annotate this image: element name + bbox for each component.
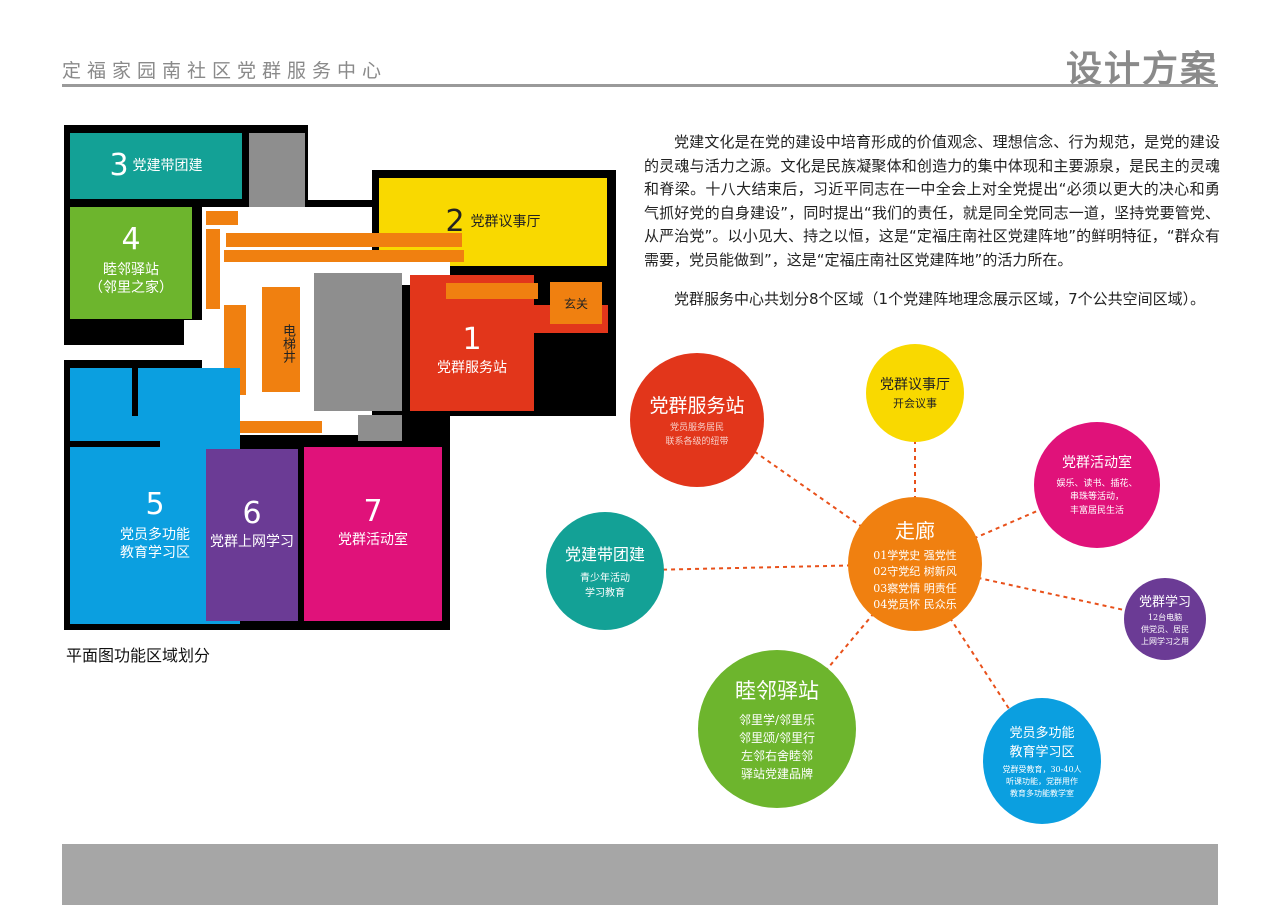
node-service: 党群服务站 党员服务居民 联系各级的纽带	[630, 353, 764, 487]
node-youth-line: 青少年活动	[580, 573, 630, 584]
node-neighbor: 睦邻驿站 邻里学/邻里乐 邻里颂/邻里行 左邻右舍睦邻 驿站党建品牌	[698, 650, 856, 808]
node-activity-line: 娱乐、读书、插花、	[1056, 478, 1138, 489]
corridor-space	[184, 320, 204, 360]
gray-block	[358, 415, 402, 441]
room-3: 3 党建带团建	[70, 133, 242, 199]
room-5-number: 5	[145, 487, 165, 522]
node-activity-line: 串珠等活动，	[1069, 492, 1124, 503]
gray-block	[314, 273, 402, 411]
node-activity: 党群活动室 娱乐、读书、插花、 串珠等活动， 丰富居民生活	[1034, 422, 1160, 548]
node-study-line: 供党员、居民	[1141, 624, 1189, 634]
intro-paragraph: 党建文化是在党的建设中培育形成的价值观念、理想信念、行为规范，是党的建设的灵魂与…	[644, 133, 1220, 269]
node-center-line: 04党员怀 民众乐	[873, 598, 957, 611]
room-1-number: 1	[462, 322, 482, 357]
room-4-label: 睦邻驿站	[103, 262, 159, 278]
corridor-strip	[446, 283, 538, 299]
footer-band	[62, 844, 1218, 905]
elevator-label: 电梯井	[280, 323, 295, 363]
node-service-line: 党员服务居民	[669, 423, 724, 433]
node-center-line: 01学党史 强党性	[873, 548, 957, 562]
corridor-strip	[214, 421, 322, 433]
room-3-label: 党建带团建	[132, 158, 203, 174]
floor-plan: 3 党建带团建 4 睦邻驿站 （邻里之家） 2 党群议事厅 电梯井 走廊 1 党…	[64, 125, 616, 630]
plan-wall	[132, 368, 138, 416]
room-2-label: 党群议事厅	[470, 214, 541, 230]
foyer-label: 玄关	[563, 296, 588, 311]
room-4-number: 4	[121, 222, 141, 257]
room-2: 2 党群议事厅	[379, 178, 607, 266]
node-neighbor-title: 睦邻驿站	[735, 679, 819, 703]
node-neighbor-line: 邻里学/邻里乐	[738, 713, 816, 727]
corridor-strip	[206, 229, 220, 309]
room-3-number: 3	[109, 148, 129, 183]
node-center: 走廊 01学党史 强党性 02守党纪 树新风 03察党情 明责任 04党员怀 民…	[848, 497, 982, 631]
room-6: 6 党群上网学习	[206, 449, 298, 621]
room-6-number: 6	[242, 496, 262, 531]
node-youth-title: 党建带团建	[564, 545, 645, 564]
node-activity-line: 丰富居民生活	[1069, 505, 1124, 516]
node-council-line: 开会议事	[893, 396, 937, 410]
node-council-title: 党群议事厅	[880, 376, 950, 393]
room-5-label: 党员多功能	[120, 527, 190, 543]
room-6-label: 党群上网学习	[210, 534, 294, 550]
page-title: 设计方案	[1066, 49, 1219, 90]
corridor-strip	[206, 211, 238, 225]
node-edu: 党员多功能 教育学习区 党群受教育，30-40人 听课功能，党群用作 教育多功能…	[983, 698, 1101, 824]
zones-paragraph: 党群服务中心共划分8个区域（1个党建阵地理念展示区域，7个公共空间区域）。	[674, 290, 1206, 308]
foyer: 玄关	[550, 282, 602, 324]
node-service-title: 党群服务站	[649, 395, 745, 417]
node-center-line: 02守党纪 树新风	[873, 565, 957, 578]
room-1-label: 党群服务站	[437, 360, 507, 376]
node-study-title: 党群学习	[1138, 594, 1191, 610]
node-activity-title: 党群活动室	[1062, 454, 1132, 471]
node-service-line: 联系各级的纽带	[665, 436, 729, 447]
room-5-label-sub: 教育学习区	[120, 545, 190, 561]
node-neighbor-line: 邻里颂/邻里行	[738, 731, 816, 745]
node-edu-line: 党群受教育，30-40人	[1002, 765, 1082, 774]
room-4: 4 睦邻驿站 （邻里之家）	[70, 207, 192, 319]
room-7-number: 7	[363, 494, 383, 529]
project-subtitle: 定福家园南社区党群服务中心	[62, 60, 388, 82]
node-center-title: 走廊	[895, 518, 935, 543]
room-7: 7 党群活动室	[304, 447, 442, 621]
node-study-line: 12台电脑	[1147, 612, 1183, 622]
plan-caption: 平面图功能区域划分	[66, 646, 211, 665]
node-neighbor-line: 左邻右舍睦邻	[740, 749, 813, 763]
header-divider	[62, 84, 1218, 87]
node-youth: 党建带团建 青少年活动 学习教育	[546, 512, 664, 630]
plan-wall	[70, 441, 160, 447]
node-edu-line: 听课功能，党群用作	[1006, 777, 1078, 786]
corridor-strip	[226, 233, 462, 247]
node-study-line: 上网学习之用	[1141, 636, 1189, 646]
node-youth-line: 学习教育	[585, 588, 625, 599]
node-neighbor-line: 驿站党建品牌	[740, 767, 813, 781]
elevator	[262, 287, 300, 392]
node-study: 党群学习 12台电脑 供党员、居民 上网学习之用	[1124, 578, 1206, 660]
room-4-label-sub: （邻里之家）	[89, 280, 173, 296]
node-edu-line: 教育多功能教学室	[1010, 789, 1074, 798]
room-2-number: 2	[445, 204, 465, 239]
node-center-line: 03察党情 明责任	[873, 581, 957, 595]
node-council: 党群议事厅 开会议事	[866, 344, 964, 442]
corridor-strip	[224, 250, 464, 262]
room-7-label: 党群活动室	[338, 532, 408, 548]
node-edu-title-2: 教育学习区	[1009, 745, 1075, 760]
node-edu-title: 党员多功能	[1009, 726, 1075, 741]
